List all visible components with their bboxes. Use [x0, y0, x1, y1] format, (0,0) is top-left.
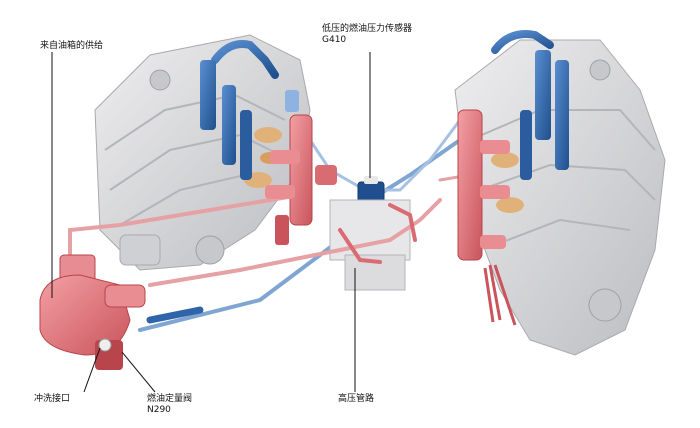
- leader-lines: [51, 52, 371, 393]
- left-cylinder-bank: [94, 34, 311, 271]
- label-high-pressure-line: 高压管路: [338, 394, 375, 404]
- label-flush-port: 冲洗接口: [34, 394, 71, 404]
- right-cylinder-bank: [454, 39, 666, 356]
- high-pressure-lines: [68, 173, 472, 287]
- label-metering-valve: 燃油定量阀 N290: [147, 394, 193, 415]
- label-low-pressure-sensor: 低压的燃油压力传感器 G410: [322, 24, 413, 45]
- right-high-pressure-rail: [457, 109, 517, 326]
- left-low-pressure-rail: [200, 40, 299, 180]
- left-high-pressure-rail: [265, 114, 337, 245]
- high-pressure-pump: [39, 254, 146, 370]
- right-low-pressure-rail: [491, 30, 569, 180]
- label-fuel-supply: 来自油箱的供给: [40, 41, 104, 51]
